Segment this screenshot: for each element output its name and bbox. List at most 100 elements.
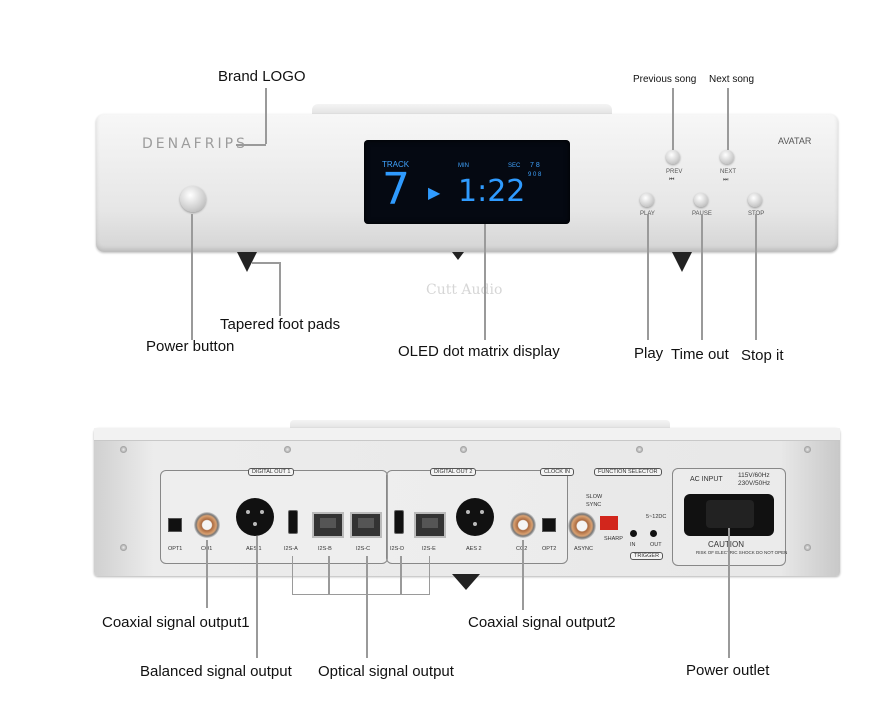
label-stop-it: Stop it	[741, 347, 784, 364]
opt1-label: OPT1	[168, 546, 183, 552]
trigger-title: TRIGGER	[630, 552, 664, 560]
power-button[interactable]	[180, 186, 206, 212]
display-track-label: TRACK	[382, 160, 410, 169]
label-balanced: Balanced signal output	[140, 663, 292, 680]
display-line	[484, 224, 486, 340]
brand-logo-line-h	[236, 144, 266, 146]
play-button[interactable]	[640, 193, 654, 207]
power-outlet-line	[728, 528, 730, 658]
display-min-label: MIN	[458, 163, 469, 169]
i2s-e-port[interactable]	[414, 512, 446, 538]
i2s-c-port[interactable]	[350, 512, 382, 538]
display-time: 1:22	[458, 174, 526, 209]
display-track-number: 7	[382, 164, 410, 215]
async-label: ASYNC	[574, 546, 593, 552]
opt1-port[interactable]	[168, 518, 182, 532]
label-time-out: Time out	[671, 346, 729, 363]
pause-line	[701, 214, 703, 340]
voltage-1-label: 115V/60Hz	[738, 472, 770, 479]
label-play: Play	[634, 345, 664, 362]
function-selector-switch[interactable]	[600, 516, 618, 530]
label-previous-song: Previous song	[633, 74, 697, 85]
next-icon: ⏭	[723, 177, 729, 183]
aes1-port[interactable]	[236, 498, 274, 536]
digital-out-2-title: DIGITAL OUT 2	[430, 468, 477, 476]
i2s-c-label: I2S-C	[356, 546, 371, 552]
function-selector-title: FUNCTION SELECTOR	[594, 468, 662, 476]
display-play-icon: ▶	[428, 185, 441, 202]
screw	[120, 544, 127, 551]
label-coaxial-2: Coaxial signal output2	[468, 614, 616, 631]
rear-foot-pad	[452, 574, 480, 590]
foot-line-v	[279, 262, 281, 316]
co2-label: CO2	[516, 546, 527, 552]
i2s-d-label: I2S-D	[390, 546, 405, 552]
i2s-b-label: I2S-B	[318, 546, 332, 552]
i2s-b-port[interactable]	[312, 512, 344, 538]
optical-bracket-left	[292, 556, 368, 595]
prev-line	[672, 88, 674, 150]
label-power-outlet: Power outlet	[686, 662, 770, 679]
trigger-spec: 5~12DC	[646, 514, 667, 520]
label-optical: Optical signal output	[318, 663, 454, 680]
slow-label: SLOW	[586, 494, 603, 500]
trigger-in-jack[interactable]	[630, 530, 637, 537]
prev-label: PREV	[666, 169, 683, 175]
next-button[interactable]	[720, 150, 734, 164]
stop-button[interactable]	[748, 193, 762, 207]
coaxial-1-line	[206, 540, 208, 608]
i2s-a-port[interactable]	[288, 510, 298, 534]
prev-icon: ⏮	[669, 177, 675, 183]
balanced-line	[256, 536, 258, 658]
screw	[636, 446, 643, 453]
foot-pad-center	[452, 252, 464, 260]
foot-pad-left	[237, 252, 257, 272]
next-line	[727, 88, 729, 150]
label-tapered-foot-pads: Tapered foot pads	[220, 316, 341, 333]
co1-port[interactable]	[194, 512, 220, 538]
pause-button[interactable]	[694, 193, 708, 207]
prev-button[interactable]	[666, 150, 680, 164]
rear-lip	[94, 428, 840, 441]
model-name: AVATAR	[778, 136, 812, 146]
screw	[120, 446, 127, 453]
screw	[284, 446, 291, 453]
coaxial-2-line	[522, 540, 524, 610]
trigger-in-label: IN	[630, 542, 636, 548]
ac-input-label: AC INPUT	[690, 476, 723, 483]
sharp-label: SHARP	[604, 536, 623, 542]
voltage-2-label: 230V/50Hz	[738, 480, 771, 487]
trigger-out-label: OUT	[650, 542, 662, 548]
caution-label: CAUTION	[708, 540, 744, 549]
i2s-e-label: I2S-E	[422, 546, 436, 552]
optical-tick-b	[328, 556, 330, 594]
i2s-a-label: I2S-A	[284, 546, 298, 552]
optical-bracket-right	[366, 556, 430, 595]
label-coaxial-1: Coaxial signal output1	[102, 614, 250, 631]
co2-port[interactable]	[510, 512, 536, 538]
next-label: NEXT	[720, 169, 737, 175]
watermark: Cutt Audio	[426, 282, 503, 298]
i2s-d-port[interactable]	[394, 510, 404, 534]
clock-in-port[interactable]	[568, 512, 596, 540]
clock-in-title: CLOCK IN	[540, 468, 574, 476]
trigger-out-jack[interactable]	[650, 530, 657, 537]
sync-label: SYNC	[586, 502, 602, 508]
brand-logo: DENAFRIPS	[142, 136, 248, 152]
aes1-label: AES 1	[246, 546, 262, 552]
play-line	[647, 214, 649, 340]
screw	[460, 446, 467, 453]
aes2-label: AES 2	[466, 546, 482, 552]
screw	[804, 446, 811, 453]
label-oled-display: OLED dot matrix display	[398, 343, 560, 360]
power-inlet-socket	[706, 500, 754, 528]
opt2-port[interactable]	[542, 518, 556, 532]
optical-tick-d	[400, 556, 402, 594]
brand-logo-line-v	[265, 88, 267, 144]
aes2-port[interactable]	[456, 498, 494, 536]
caution-note: RISK OF ELECTRIC SHOCK DO NOT OPEN	[696, 550, 788, 555]
screw	[804, 544, 811, 551]
foot-pad-right	[672, 252, 692, 272]
power-line	[191, 214, 193, 340]
opt2-label: OPT2	[542, 546, 557, 552]
